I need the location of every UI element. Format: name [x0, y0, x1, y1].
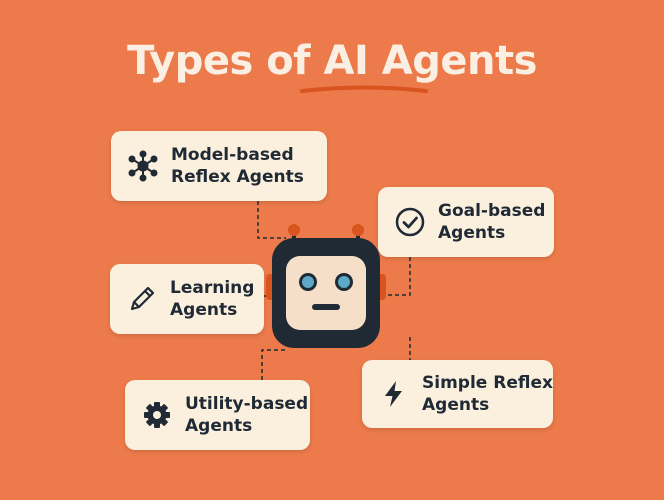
agent-card-simple-reflex: Simple Reflex Agents — [362, 360, 553, 428]
agent-card-learning: Learning Agents — [110, 264, 264, 334]
agent-label: Model-based Reflex Agents — [171, 144, 304, 188]
pencil-icon — [130, 286, 155, 311]
agent-card-goal-based: Goal-based Agents — [378, 187, 554, 257]
agent-label: Simple Reflex Agents — [422, 372, 553, 416]
agent-label-line2: Agents — [422, 395, 490, 415]
agent-label-line1: Utility-based — [185, 394, 309, 414]
network-icon — [128, 150, 158, 182]
agent-label-line2: Agents — [170, 300, 238, 320]
agent-label-line1: Goal-based — [438, 201, 546, 221]
agent-label-line2: Agents — [438, 223, 506, 243]
agent-label: Learning Agents — [170, 277, 254, 321]
check-circle-icon — [395, 207, 425, 237]
agent-label-line1: Learning — [170, 278, 255, 298]
agent-label: Utility-based Agents — [185, 393, 308, 437]
agent-label-line2: Reflex Agents — [171, 167, 304, 187]
gear-icon — [144, 402, 170, 428]
page-title: Types of AI Agents — [127, 38, 537, 84]
agent-label-line1: Simple Reflex — [422, 373, 553, 393]
agent-label-line2: Agents — [185, 416, 253, 436]
lightning-icon — [385, 381, 402, 407]
robot-icon — [266, 224, 386, 348]
agent-label-line1: Model-based — [171, 145, 294, 165]
agent-card-model-based: Model-based Reflex Agents — [111, 131, 327, 201]
agent-label: Goal-based Agents — [438, 200, 545, 244]
agent-card-utility-based: Utility-based Agents — [125, 380, 310, 450]
